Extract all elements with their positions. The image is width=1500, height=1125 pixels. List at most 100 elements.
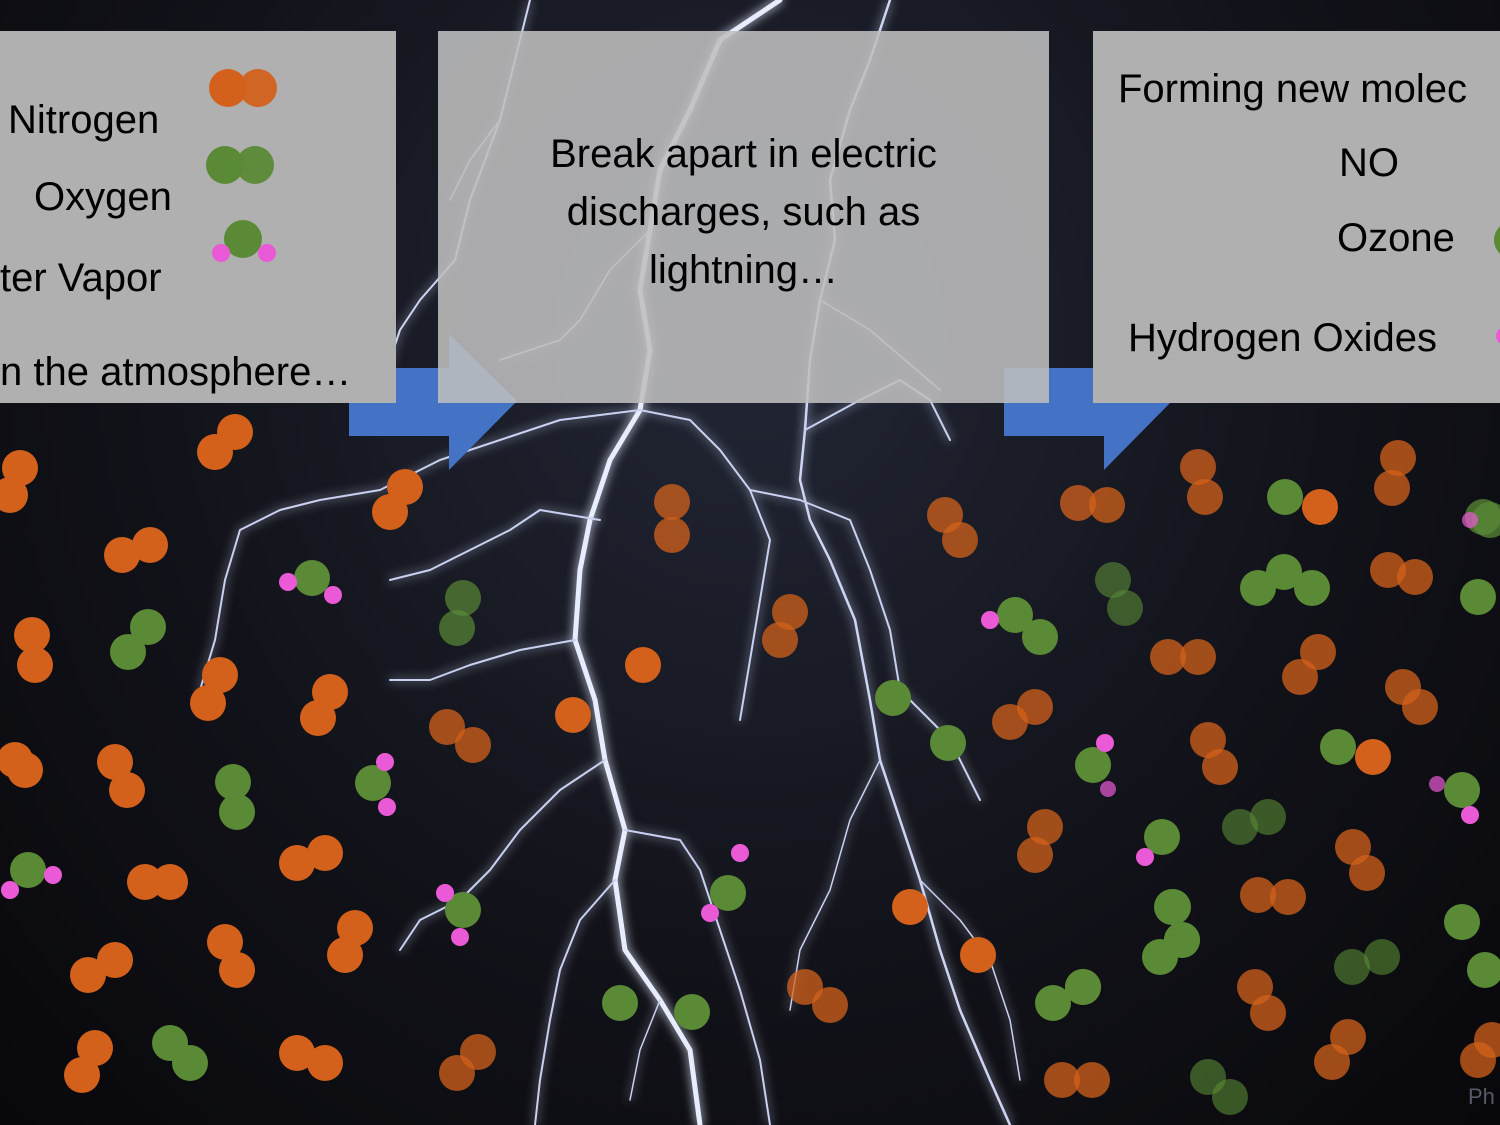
hydrogen-oxide-molecule bbox=[1144, 819, 1180, 855]
nitrogen-molecule bbox=[1150, 639, 1186, 675]
nitrogen-molecule bbox=[279, 1035, 315, 1071]
ozone-molecule bbox=[1154, 889, 1190, 925]
hydrogen-oxide-molecule bbox=[1096, 734, 1114, 752]
water-molecule bbox=[294, 560, 330, 596]
nitrogen-molecule bbox=[1380, 440, 1416, 476]
nitrogen-molecule bbox=[307, 1045, 343, 1081]
nitrogen-molecule bbox=[207, 924, 243, 960]
nitrogen-molecule-icon bbox=[209, 69, 277, 107]
oxygen-atom bbox=[1460, 579, 1496, 615]
nitrogen-molecule bbox=[439, 1055, 475, 1091]
nitrogen-molecule bbox=[2, 450, 38, 486]
water-molecule bbox=[376, 753, 394, 771]
ozone-molecule bbox=[1240, 570, 1276, 606]
nitrogen-molecule bbox=[1370, 552, 1406, 588]
hydrogen-oxide-molecule bbox=[981, 611, 999, 629]
nitrogen-molecule bbox=[70, 957, 106, 993]
hydrogen-oxide-molecule bbox=[1461, 806, 1479, 824]
nitrogen-molecule bbox=[1060, 485, 1096, 521]
nitrogen-molecule bbox=[109, 772, 145, 808]
panel-new-molecules: Forming new molec NO Ozone Hydrogen Oxid… bbox=[1093, 31, 1500, 403]
no-molecule bbox=[1302, 489, 1338, 525]
no-label: NO bbox=[1339, 141, 1399, 185]
water-molecule bbox=[1, 881, 19, 899]
nitrogen-molecule bbox=[1027, 809, 1063, 845]
ozone-label: Ozone bbox=[1337, 216, 1455, 260]
oxygen-atom bbox=[602, 985, 638, 1021]
nitrogen-molecule bbox=[327, 937, 363, 973]
oxygen-molecule bbox=[130, 609, 166, 645]
hydrogen-oxide-molecule bbox=[1075, 747, 1111, 783]
oxygen-atom bbox=[1065, 969, 1101, 1005]
nitrogen-molecule bbox=[97, 744, 133, 780]
molecule-field bbox=[0, 414, 1500, 1115]
nitrogen-molecule bbox=[787, 969, 823, 1005]
nitrogen-molecule bbox=[127, 864, 163, 900]
water-molecule bbox=[44, 866, 62, 884]
water-molecule bbox=[451, 928, 469, 946]
water-molecule-icon bbox=[212, 220, 276, 262]
nitrogen-molecule bbox=[300, 700, 336, 736]
nitrogen-label: Nitrogen bbox=[8, 98, 160, 142]
legend-icons-left bbox=[206, 69, 277, 262]
hydrogen-oxide-molecule bbox=[1444, 772, 1480, 808]
water-molecule bbox=[731, 844, 749, 862]
hydrogen-oxide-molecule bbox=[997, 597, 1033, 633]
photo-credit: Ph bbox=[1468, 1084, 1495, 1109]
nitrogen-molecule bbox=[1190, 722, 1226, 758]
nitrogen-molecule bbox=[1282, 659, 1318, 695]
nitrogen-molecule bbox=[654, 517, 690, 553]
ozone-molecule bbox=[1164, 922, 1200, 958]
oxygen-molecule bbox=[445, 580, 481, 616]
nitrogen-molecule bbox=[812, 987, 848, 1023]
nitrogen-molecule bbox=[1474, 1022, 1500, 1058]
oxygen-atom bbox=[674, 994, 710, 1030]
nitrogen-molecule bbox=[197, 434, 233, 470]
oxygen-molecule bbox=[439, 610, 475, 646]
nitrogen-molecule bbox=[1270, 879, 1306, 915]
nitrogen-molecule bbox=[337, 910, 373, 946]
nitrogen-molecule bbox=[762, 622, 798, 658]
nitrogen-molecule bbox=[307, 835, 343, 871]
nitrogen-molecule bbox=[942, 522, 978, 558]
atmosphere-caption: n the atmosphere… bbox=[0, 350, 352, 394]
new-molecules-heading: Forming new molec bbox=[1118, 67, 1468, 111]
nitrogen-molecule bbox=[132, 527, 168, 563]
legend-icons-right bbox=[1494, 226, 1500, 344]
nitrogen-molecule bbox=[17, 647, 53, 683]
oxygen-molecule bbox=[110, 634, 146, 670]
oxygen-molecule bbox=[1467, 952, 1500, 988]
nitrogen-molecule bbox=[1180, 639, 1216, 675]
no-molecule bbox=[1355, 739, 1391, 775]
nitrogen-molecule bbox=[1180, 449, 1216, 485]
nitrogen-molecule bbox=[202, 657, 238, 693]
nitrogen-atom bbox=[960, 937, 996, 973]
water-molecule bbox=[279, 573, 297, 591]
oxygen-molecule bbox=[1212, 1079, 1248, 1115]
no-molecule bbox=[1035, 985, 1071, 1021]
oxygen-molecule bbox=[219, 794, 255, 830]
oxygen-atom bbox=[930, 725, 966, 761]
ozone-molecule bbox=[1266, 554, 1302, 590]
nitrogen-molecule bbox=[1300, 634, 1336, 670]
nitrogen-atom bbox=[625, 647, 661, 683]
oxygen-molecule bbox=[215, 764, 251, 800]
break-apart-caption: Break apart in electric discharges, such… bbox=[550, 132, 937, 292]
hydrogen-oxide-molecule-icon bbox=[1496, 328, 1500, 344]
oxygen-molecule-icon bbox=[206, 146, 274, 184]
hydrogen-atom bbox=[1462, 512, 1478, 528]
panel-break-apart: Break apart in electric discharges, such… bbox=[438, 31, 1049, 403]
nitrogen-molecule bbox=[372, 494, 408, 530]
nitrogen-molecule bbox=[7, 752, 43, 788]
nitrogen-molecule bbox=[1187, 479, 1223, 515]
panel-atmosphere: Nitrogen Oxygen ter Vapor n the atmosphe… bbox=[0, 31, 396, 403]
oxygen-molecule bbox=[1334, 949, 1370, 985]
nitrogen-atom bbox=[555, 697, 591, 733]
oxygen-atom bbox=[875, 680, 911, 716]
nitrogen-molecule bbox=[219, 952, 255, 988]
nitrogen-molecule bbox=[152, 864, 188, 900]
nitrogen-molecule bbox=[1397, 559, 1433, 595]
water-molecule bbox=[701, 904, 719, 922]
